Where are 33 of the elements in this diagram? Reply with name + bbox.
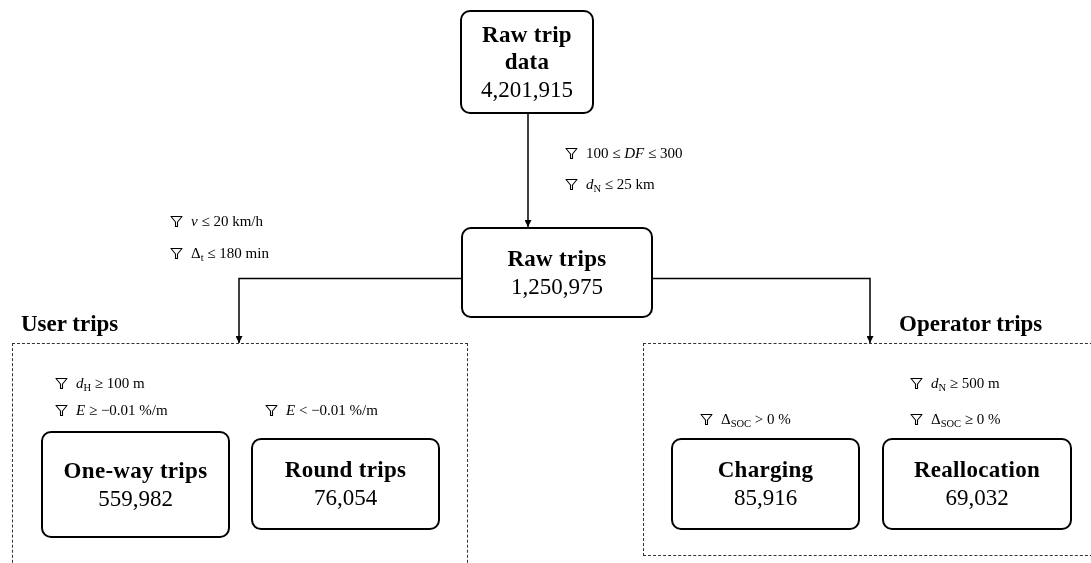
group-heading: Operator trips bbox=[899, 310, 1043, 338]
box-title: Reallocation bbox=[913, 456, 1041, 484]
arrow bbox=[652, 277, 874, 344]
process-box bbox=[460, 10, 594, 114]
filter-condition: E < −0.01 %/m bbox=[286, 402, 378, 419]
filter-condition: d$_{N}$ ≥ 500 m bbox=[931, 375, 1000, 392]
trip-count: 76,054 bbox=[313, 484, 378, 512]
process-box bbox=[461, 227, 653, 318]
filter-condition: E ≥ −0.01 %/m bbox=[76, 402, 168, 419]
arrow bbox=[524, 113, 532, 228]
filter-condition: 100 ≤ DF ≤ 300 bbox=[586, 145, 683, 162]
trip-count: 1,250,975 bbox=[511, 272, 603, 301]
box-title: One-way trips bbox=[63, 456, 208, 485]
process-box bbox=[882, 438, 1072, 530]
process-box bbox=[251, 438, 440, 530]
trip-count: 4,201,915 bbox=[481, 75, 573, 104]
box-title: Raw trip data bbox=[481, 20, 573, 76]
filter-condition: Δ$_{t}$ ≤ 180 min bbox=[191, 245, 269, 262]
trip-count: 559,982 bbox=[98, 484, 173, 513]
box-title: Raw trips bbox=[507, 244, 607, 273]
filter-condition: d$_{H}$ ≥ 100 m bbox=[76, 375, 145, 392]
box-title: Round trips bbox=[284, 456, 407, 484]
process-box bbox=[671, 438, 860, 530]
filter-condition: Δ$_{SOC}$ > 0 % bbox=[721, 411, 791, 428]
arrow bbox=[235, 277, 462, 344]
trip-count: 85,916 bbox=[733, 484, 798, 512]
box-title: Charging bbox=[717, 456, 814, 484]
filter-condition: v ≤ 20 km/h bbox=[191, 213, 263, 230]
trip-count: 69,032 bbox=[945, 484, 1009, 512]
filter-condition: d$_{N}$ ≤ 25 km bbox=[586, 176, 655, 193]
group-heading: User trips bbox=[21, 310, 119, 338]
process-box bbox=[41, 431, 230, 538]
filter-condition: Δ$_{SOC}$ ≥ 0 % bbox=[931, 411, 1001, 428]
